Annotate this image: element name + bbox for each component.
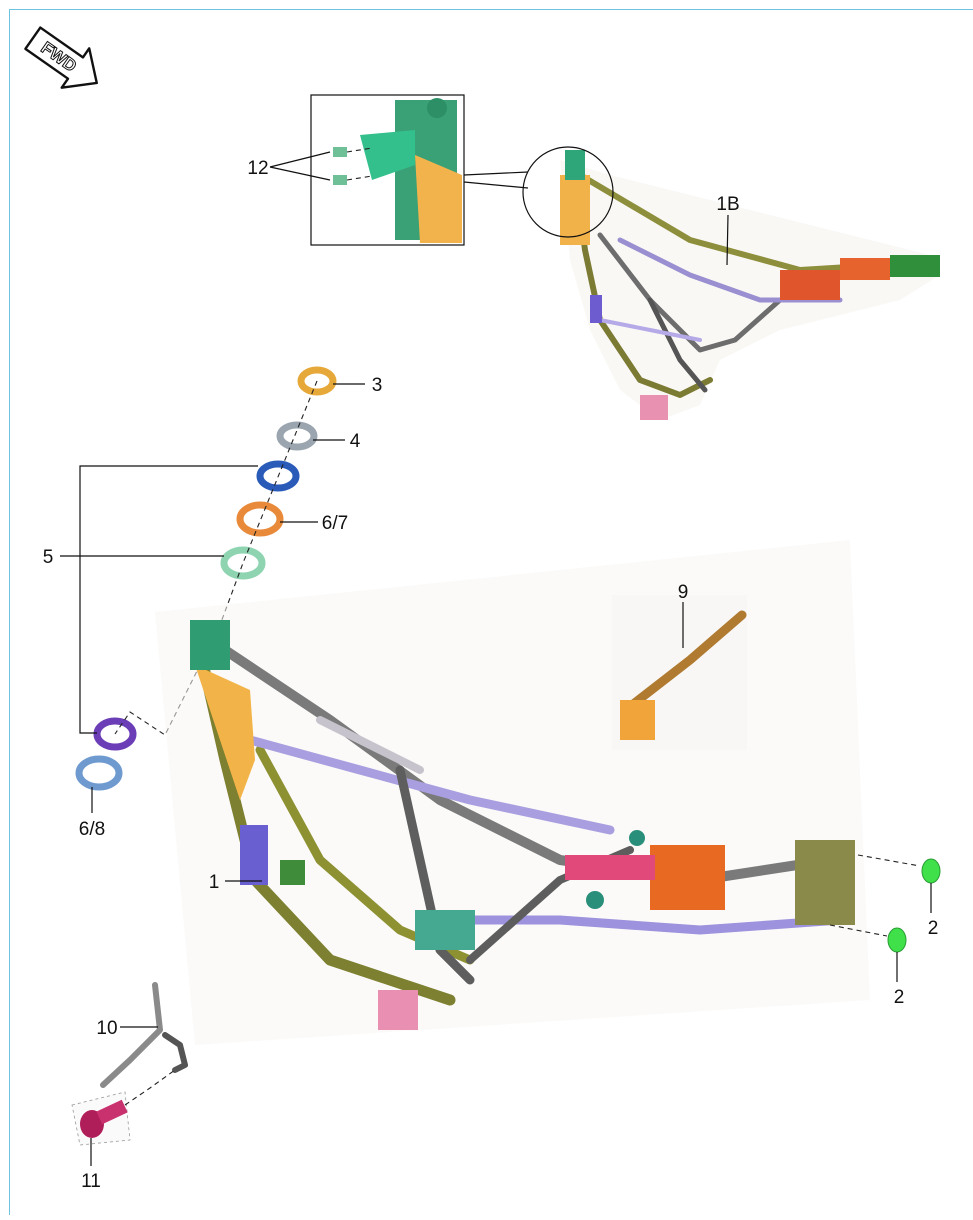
- part-6-8-bearing: [75, 755, 123, 791]
- part-5-race-upper: [256, 460, 300, 492]
- part-5-race-lower: [93, 717, 137, 751]
- label-part-1: 1: [209, 872, 220, 893]
- part-5-race-middle: [220, 546, 266, 580]
- part-3-nut: [297, 366, 337, 396]
- frame-1b-illustration: [560, 150, 940, 420]
- bearing-stack: [75, 366, 337, 791]
- part-9-illustration: [612, 595, 747, 750]
- fwd-arrow-badge: FWD: [24, 26, 98, 89]
- label-part-4: 4: [350, 431, 361, 452]
- label-part-11: 11: [81, 1171, 101, 1192]
- label-part-9: 9: [678, 582, 689, 603]
- leader-lines: [60, 151, 932, 1166]
- label-part-3: 3: [372, 375, 383, 396]
- label-part-12: 12: [247, 158, 268, 179]
- label-part-6-7: 6/7: [322, 513, 348, 534]
- detail-inset-12: [310, 94, 614, 246]
- part-6-7-bearing: [236, 501, 284, 537]
- label-part-2-lower: 2: [894, 987, 905, 1008]
- part-10-bracket: [100, 982, 188, 1088]
- diagram-frame: [9, 9, 973, 1215]
- part-2-cap-upper: [921, 858, 941, 884]
- label-part-10: 10: [96, 1018, 117, 1039]
- label-part-6-8: 6/8: [79, 819, 105, 840]
- part-11-bolt: [71, 1069, 176, 1146]
- label-part-1b: 1B: [716, 194, 739, 215]
- main-frame-illustration: [155, 540, 870, 1045]
- label-part-2-upper: 2: [928, 918, 939, 939]
- part-4-washer: [276, 421, 318, 451]
- label-part-5: 5: [43, 547, 54, 568]
- part-2-cap-lower: [887, 927, 907, 953]
